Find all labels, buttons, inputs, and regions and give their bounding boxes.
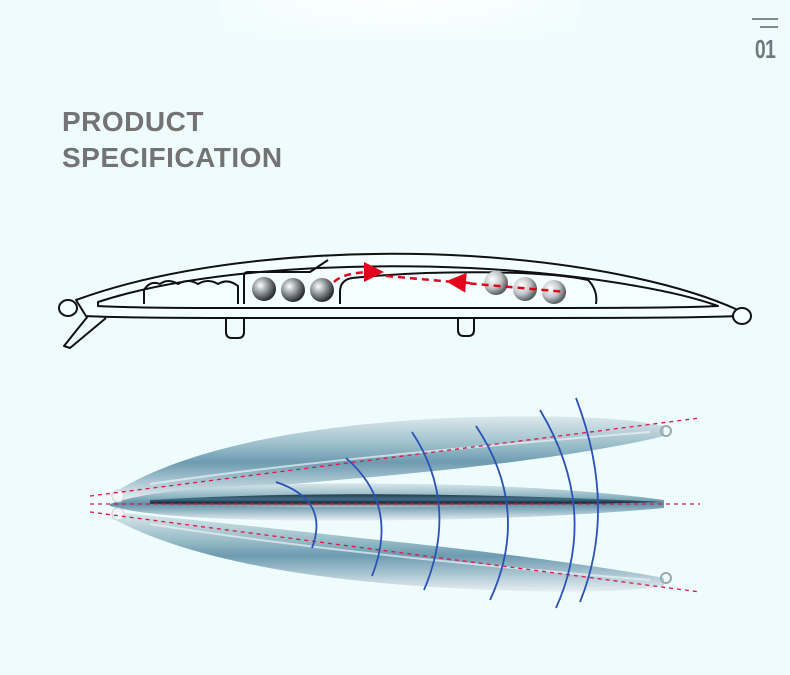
lure-outline	[58, 252, 752, 349]
weight-balls	[252, 271, 566, 304]
lure-center	[110, 483, 664, 521]
page-indicator: 01	[750, 18, 780, 65]
menu-icon[interactable]	[750, 18, 780, 28]
page-number: 01	[754, 34, 776, 64]
lure-lower	[112, 512, 672, 592]
title-line-1: PRODUCT	[62, 106, 204, 137]
weight-transfer-arrows	[333, 262, 567, 294]
page-title: PRODUCT SPECIFICATION	[62, 104, 283, 176]
lure-upper	[112, 416, 672, 500]
title-line-2: SPECIFICATION	[62, 142, 283, 173]
swing-curves	[275, 397, 599, 609]
trajectory-guides	[89, 417, 701, 593]
top-glow	[220, 0, 580, 40]
